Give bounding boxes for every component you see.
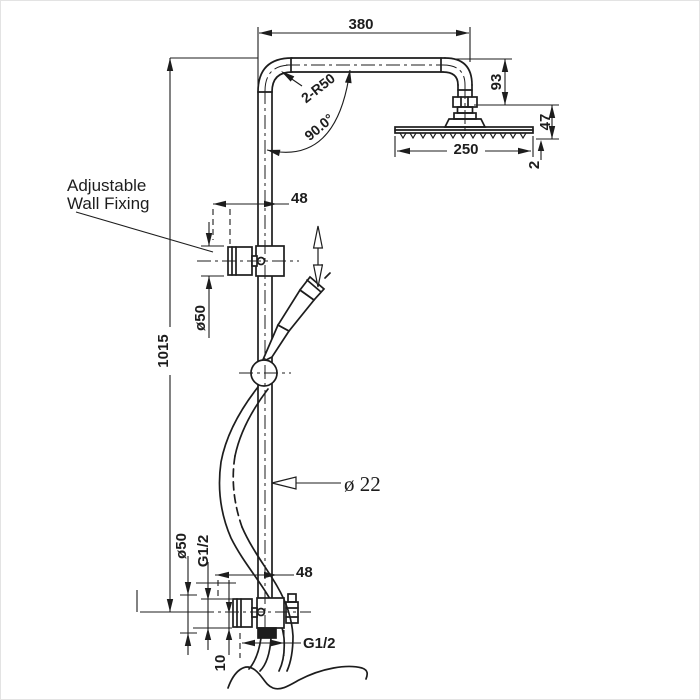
- outlet-fitting-cap: [287, 593, 297, 603]
- dim-head-width: 250: [453, 141, 478, 158]
- dim-head-height: 47: [537, 114, 554, 131]
- text-mask-1015: [155, 327, 173, 375]
- hand-shower: [260, 264, 331, 364]
- spray-tick2: [324, 272, 331, 279]
- dimension-arrows: [166, 29, 556, 647]
- dim-top-width: 380: [348, 16, 373, 33]
- pipe-dia-arrow: [271, 476, 297, 490]
- dim-upper-bracket-dia: ø50: [192, 305, 209, 331]
- dim-bend-angle: 90.0°: [301, 110, 336, 143]
- dim-pipe-dia: ø 22: [344, 472, 381, 496]
- angle-arc: [266, 69, 351, 153]
- head-nozzles: [399, 132, 527, 140]
- dim-lower-bracket-offset: 48: [296, 564, 313, 581]
- annotations: 380 2-R50 90.0° 93 47 2 250 Adjustable W…: [67, 16, 554, 671]
- dim-lower-bracket-dia: ø50: [173, 533, 190, 559]
- open-arrows: [271, 225, 324, 490]
- text-mask-250: [447, 141, 485, 155]
- shower-hose: [218, 386, 369, 690]
- wall-fixing-label-line2: Wall Fixing: [67, 194, 150, 213]
- adjust-arrow-up: [312, 225, 324, 249]
- overhead-shower-head: [394, 96, 534, 140]
- outlet-connector: [257, 627, 277, 639]
- valve-cylinder: [232, 598, 253, 628]
- dim-outlet-offset: 10: [212, 655, 229, 672]
- wall-fixing-leader: [75, 211, 214, 253]
- hand-shower-head: [298, 275, 326, 302]
- dim-lower-thread: G1/2: [195, 535, 212, 568]
- dim-overall-height: 1015: [155, 334, 172, 367]
- hose-coil: [227, 665, 369, 690]
- dim-upper-bracket-offset: 48: [291, 190, 308, 207]
- centerlines: [197, 64, 466, 632]
- dim-head-drop: 93: [488, 74, 505, 91]
- dim-outlet-thread: G1/2: [303, 635, 336, 652]
- dim-nozzle-plate: 2: [526, 161, 543, 169]
- dim-bend-radius: 2-R50: [298, 70, 338, 106]
- hand-shower-grip: [260, 323, 291, 364]
- wall-fixing-label-line1: Adjustable: [67, 176, 146, 195]
